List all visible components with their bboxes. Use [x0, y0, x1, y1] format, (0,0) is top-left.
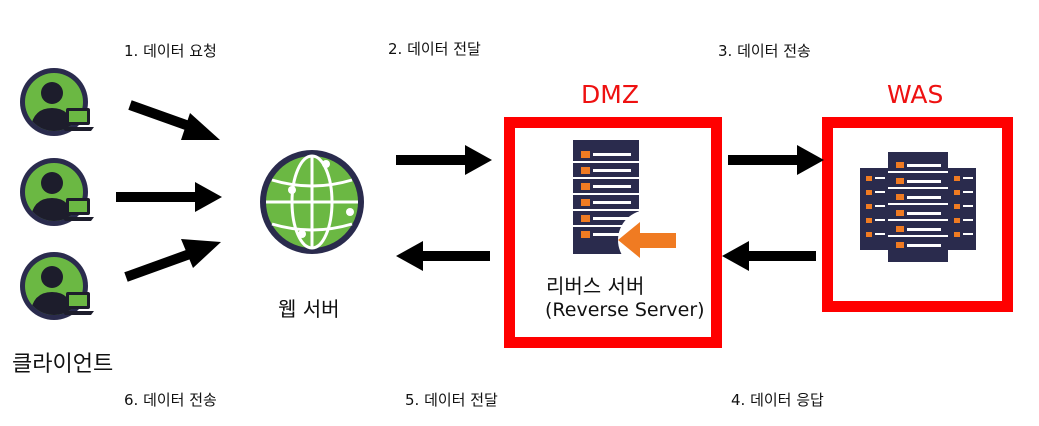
client-3-user-laptop-icon — [20, 252, 94, 320]
arrow-client1-to-web — [128, 100, 220, 140]
reverse-server-label-ko: 리버스 서버 — [546, 274, 645, 298]
arrow-web-to-dmz — [396, 145, 492, 175]
arrow-dmz-to-web — [396, 241, 490, 271]
step-2-label: 2. 데이터 전달 — [388, 40, 481, 58]
arrow-was-to-dmz — [722, 241, 816, 271]
arrow-client2-to-web — [116, 182, 222, 212]
dmz-label: DMZ — [581, 80, 639, 109]
was-server-cluster-icon — [860, 152, 976, 262]
client-label: 클라이언트 — [12, 352, 114, 377]
web-server-label: 웹 서버 — [278, 297, 340, 321]
step-6-label: 6. 데이터 전송 — [124, 391, 217, 409]
reverse-server-rack-icon — [573, 140, 678, 270]
dmz-zone-box — [504, 117, 722, 348]
step-4-label: 4. 데이터 응답 — [731, 391, 824, 409]
step-1-label: 1. 데이터 요청 — [124, 42, 217, 60]
was-label: WAS — [887, 80, 944, 109]
web-server-globe-icon — [260, 150, 364, 254]
step-3-label: 3. 데이터 전송 — [718, 42, 811, 60]
arrow-client3-to-web — [124, 239, 221, 282]
client-2-user-laptop-icon — [20, 158, 94, 226]
was-zone-box — [822, 117, 1013, 312]
reverse-server-label-en: (Reverse Server) — [545, 299, 705, 321]
arrow-dmz-to-was — [728, 145, 824, 175]
client-1-user-laptop-icon — [20, 68, 94, 136]
step-5-label: 5. 데이터 전달 — [405, 391, 498, 409]
